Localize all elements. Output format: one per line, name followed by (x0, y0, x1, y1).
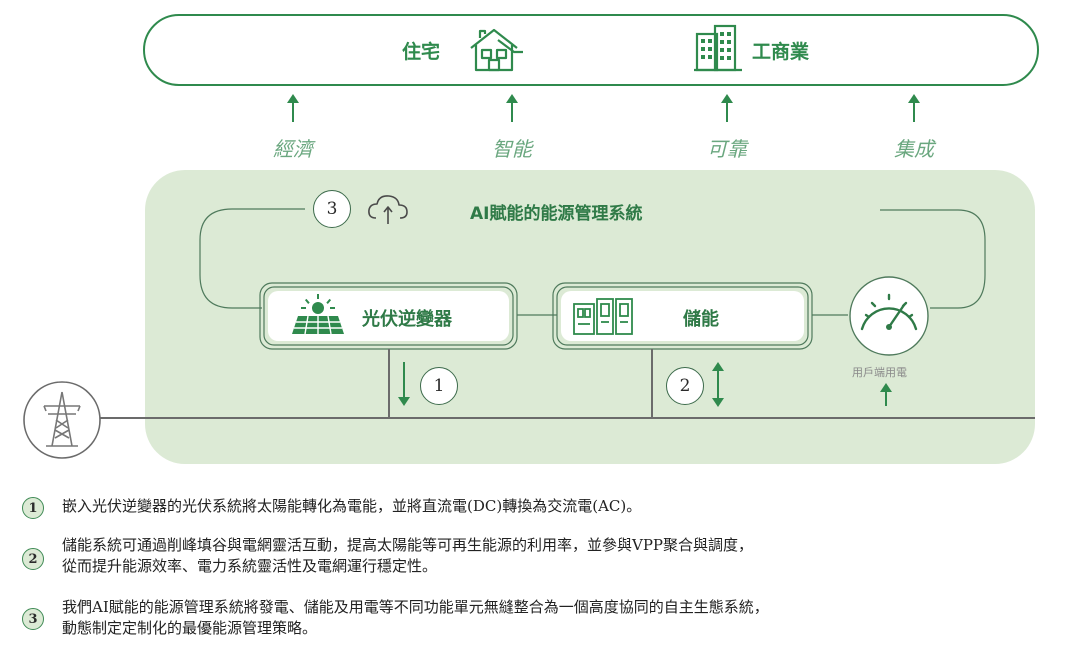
cloud-sync-icon (368, 195, 408, 224)
meter-gauge-icon (849, 276, 929, 356)
note-3-line-2: 動態制定定制化的最優能源管理策略。 (62, 619, 318, 637)
step-2-badge: 2 (666, 367, 704, 405)
system-title: AI賦能的能源管理系統 (470, 204, 643, 224)
building-icon (694, 24, 742, 72)
note-2-line-2: 從而提升能源效率、電力系統靈活性及電網運行穩定性。 (62, 557, 438, 575)
house-icon (470, 28, 523, 72)
commercial-label: 工商業 (752, 41, 810, 63)
transmission-tower-icon (23, 381, 101, 459)
pv-inverter-label: 光伏逆變器 (362, 309, 452, 330)
left-loop-line (199, 208, 305, 309)
step-3-badge: 3 (313, 190, 351, 228)
note-1-badge: 1 (22, 497, 44, 519)
note-3-text: 我們AI賦能的能源管理系統將發電、儲能及用電等不同功能單元無縫整合為一個高度協同… (62, 597, 1052, 639)
note-2-text: 儲能系統可通過削峰填谷與電網靈活互動，提高太陽能等可再生能源的利用率，並參與VP… (62, 535, 1052, 577)
customer-segments-pill (143, 14, 1039, 86)
right-loop-line (880, 209, 986, 309)
step-1-badge: 1 (420, 367, 458, 405)
keyword-economy: 經濟 (273, 137, 313, 161)
battery-cabinet-icon (573, 298, 633, 335)
note-2-line-1: 儲能系統可通過削峰填谷與電網靈活互動，提高太陽能等可再生能源的利用率，並參與VP… (62, 536, 754, 554)
note-1-line-1: 嵌入光伏逆變器的光伏系統將太陽能轉化為電能，並將直流電(DC)轉換為交流電(AC… (62, 497, 642, 515)
energy-storage-label: 儲能 (683, 309, 719, 330)
meter-label: 用戶端用電 (852, 366, 907, 379)
note-1-text: 嵌入光伏逆變器的光伏系統將太陽能轉化為電能，並將直流電(DC)轉換為交流電(AC… (62, 496, 1052, 517)
note-2-badge: 2 (22, 548, 44, 570)
note-3-line-1: 我們AI賦能的能源管理系統將發電、儲能及用電等不同功能單元無縫整合為一個高度協同… (62, 598, 769, 616)
keyword-integrated: 集成 (894, 137, 934, 161)
solar-panel-icon (292, 294, 344, 335)
keyword-smart: 智能 (492, 137, 532, 161)
note-3-badge: 3 (22, 608, 44, 630)
residential-label: 住宅 (402, 41, 441, 63)
keyword-reliable: 可靠 (707, 137, 747, 161)
